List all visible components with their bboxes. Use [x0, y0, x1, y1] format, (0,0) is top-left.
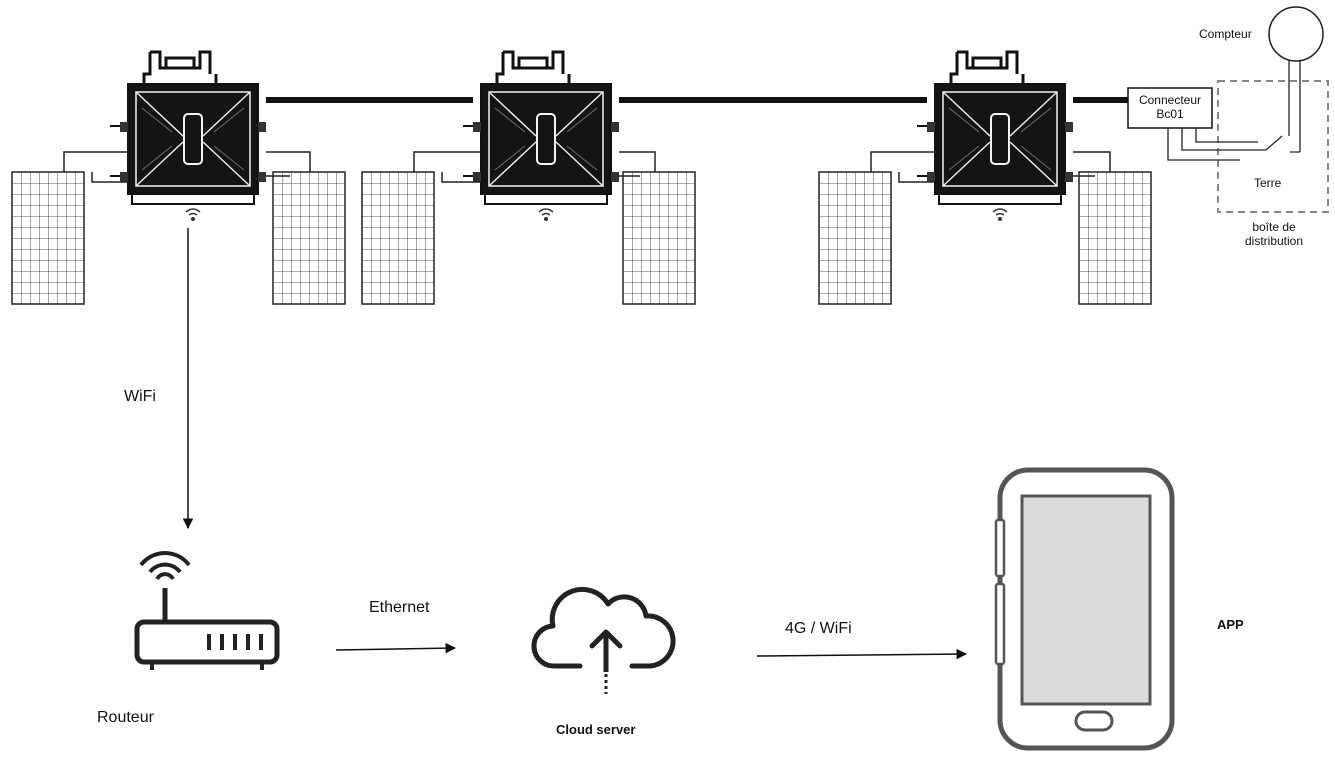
inverter-unit-1 [11, 50, 346, 305]
distribution-box [1217, 80, 1329, 213]
router-icon [134, 551, 280, 670]
tablet-icon [994, 467, 1175, 751]
distribution-label-line1: boîte de [1252, 220, 1296, 234]
solar-panel-icon [818, 171, 892, 305]
microinverter-icon [461, 50, 621, 223]
connector-label: Connecteur Bc01 [1130, 93, 1210, 122]
ethernet-label: Ethernet [369, 599, 430, 616]
ground-label: Terre [1254, 176, 1282, 190]
meter-icon [1268, 6, 1324, 62]
meter-label: Compteur [1199, 27, 1252, 41]
solar-panel-icon [1078, 171, 1152, 305]
microinverter-icon [108, 50, 268, 223]
connector-box [1127, 87, 1213, 129]
distribution-label-line2: distribution [1244, 233, 1304, 248]
microinverter-icon [915, 50, 1075, 223]
router-label: Routeur [97, 709, 154, 726]
solar-panel-icon [11, 171, 85, 305]
cloud-server-label: Cloud server [556, 722, 636, 737]
mobile-link-label: 4G / WiFi [785, 620, 852, 637]
wifi-label: WiFi [124, 388, 156, 405]
connector-label-line1: Connecteur [1138, 93, 1202, 107]
grid-connection [1127, 6, 1329, 213]
ethernet-arrow [335, 642, 457, 654]
distribution-box-label: boîte de distribution [1232, 220, 1316, 249]
inverter-unit-3 [818, 50, 1152, 305]
connector-label-line2: Bc01 [1156, 106, 1184, 121]
solar-panel-icon [361, 171, 435, 305]
inverter-unit-2 [361, 50, 696, 305]
solar-panel-icon [272, 171, 346, 305]
cloud-upload-icon [531, 586, 676, 694]
app-label: APP [1217, 617, 1244, 632]
mobile-link-arrow [756, 648, 968, 660]
solar-panel-icon [622, 171, 696, 305]
